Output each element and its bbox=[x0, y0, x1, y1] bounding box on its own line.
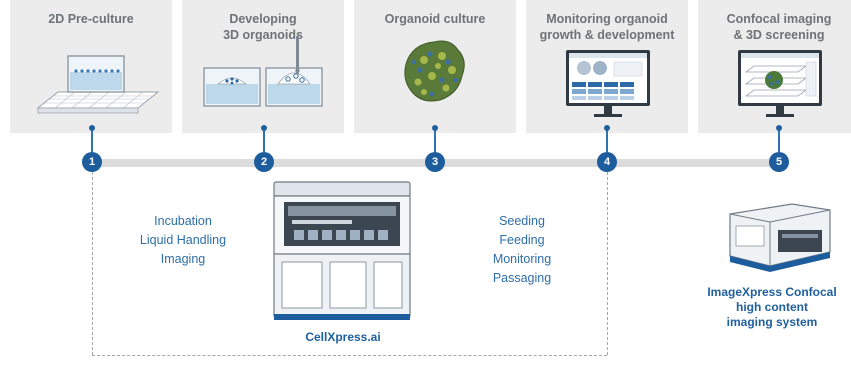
task-item: Seeding bbox=[499, 214, 545, 228]
panel-2d-preculture: 2D Pre-culture bbox=[10, 0, 172, 133]
connector-dot bbox=[261, 125, 267, 131]
monitor-software-icon bbox=[566, 50, 650, 117]
organoid-wells-icon bbox=[203, 36, 323, 107]
cellxpress-label: CellXpress.ai bbox=[305, 330, 381, 344]
well-plate-icon bbox=[36, 55, 160, 114]
connector-dot bbox=[604, 125, 610, 131]
right-task-list: Seeding Feeding Monitoring Passaging bbox=[472, 212, 572, 288]
panel-confocal-imaging: Confocal imaging & 3D screening bbox=[698, 0, 851, 133]
connector-stem bbox=[434, 128, 436, 152]
panel-title: Confocal imaging & 3D screening bbox=[726, 12, 832, 42]
dashed-bracket-right bbox=[607, 172, 608, 355]
panel-title: Developing 3D organoids bbox=[223, 12, 303, 42]
step-marker-5: 5 bbox=[769, 152, 789, 172]
step-marker-2: 2 bbox=[254, 152, 274, 172]
task-item: Liquid Handling bbox=[139, 233, 227, 247]
step-marker-4: 4 bbox=[597, 152, 617, 172]
connector-stem bbox=[778, 128, 780, 152]
step-marker-1: 1 bbox=[82, 152, 102, 172]
panel-organoid-culture: Organoid culture bbox=[354, 0, 516, 133]
connector-dot bbox=[432, 125, 438, 131]
imagexpress-label: ImageXpress Confocal high content imagin… bbox=[707, 285, 837, 329]
step-marker-3: 3 bbox=[425, 152, 445, 172]
task-item: Feeding bbox=[499, 233, 545, 247]
connector-stem bbox=[606, 128, 608, 152]
task-item: Monitoring bbox=[492, 252, 552, 266]
dashed-bracket-left bbox=[92, 172, 93, 355]
dashed-bracket-bottom bbox=[92, 355, 607, 356]
panel-monitoring-growth: Monitoring organoid growth & development bbox=[526, 0, 688, 133]
connector-dot bbox=[89, 125, 95, 131]
cellxpress-instrument-image bbox=[273, 181, 411, 320]
task-item: Passaging bbox=[492, 271, 552, 285]
left-task-list: Incubation Liquid Handling Imaging bbox=[128, 212, 238, 269]
panel-developing-3d-organoids: Developing 3D organoids bbox=[182, 0, 344, 133]
imagexpress-confocal-image bbox=[729, 203, 831, 272]
task-item: Incubation bbox=[154, 214, 212, 228]
task-item: Imaging bbox=[160, 252, 206, 266]
connector-stem bbox=[263, 128, 265, 152]
panel-title: Organoid culture bbox=[384, 12, 486, 26]
panel-title: 2D Pre-culture bbox=[48, 12, 134, 26]
organoid-icon bbox=[404, 40, 465, 102]
panel-title: Monitoring organoid growth & development bbox=[539, 12, 675, 42]
confocal-screen-icon bbox=[738, 50, 822, 117]
connector-dot bbox=[776, 125, 782, 131]
connector-stem bbox=[91, 128, 93, 152]
